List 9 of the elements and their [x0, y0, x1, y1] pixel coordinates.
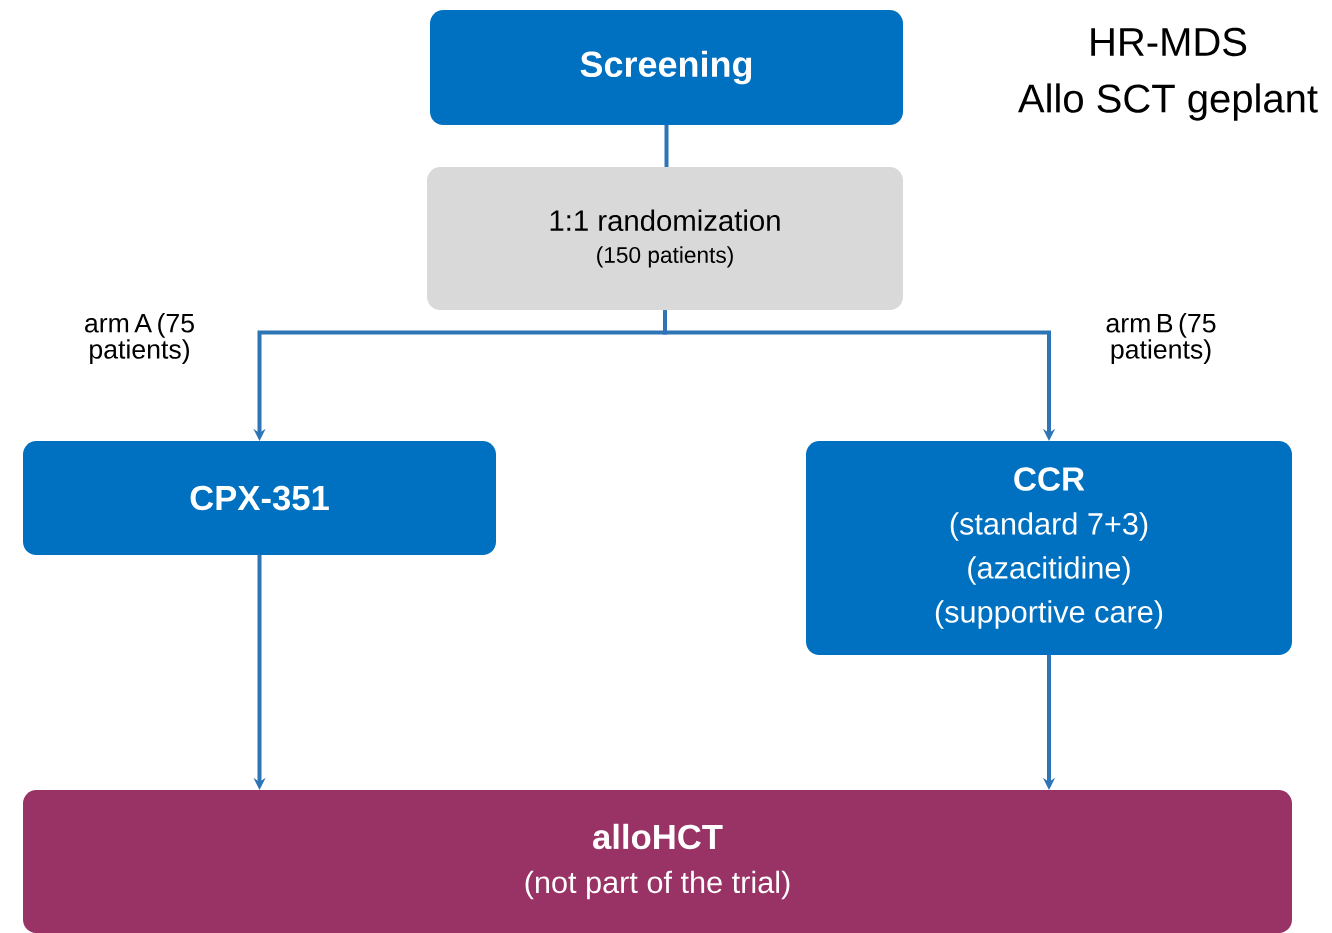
edge-label: arm A (75 patients): [85, 313, 194, 365]
note-text: Allo SCT geplant: [1018, 83, 1318, 121]
process-box: Screening: [430, 10, 903, 125]
process-box: CPX-351: [23, 441, 496, 555]
edge-label: arm B (75 patients): [1106, 313, 1216, 365]
process-box: alloHCT (not part of the trial): [23, 790, 1292, 933]
note-text: HR-MDS: [1091, 27, 1247, 57]
process-box: CCR (standard 7+3) (azacitidine) (supportive care): [806, 441, 1292, 655]
process-box: 1:1 randomization (150 patients): [427, 167, 903, 310]
